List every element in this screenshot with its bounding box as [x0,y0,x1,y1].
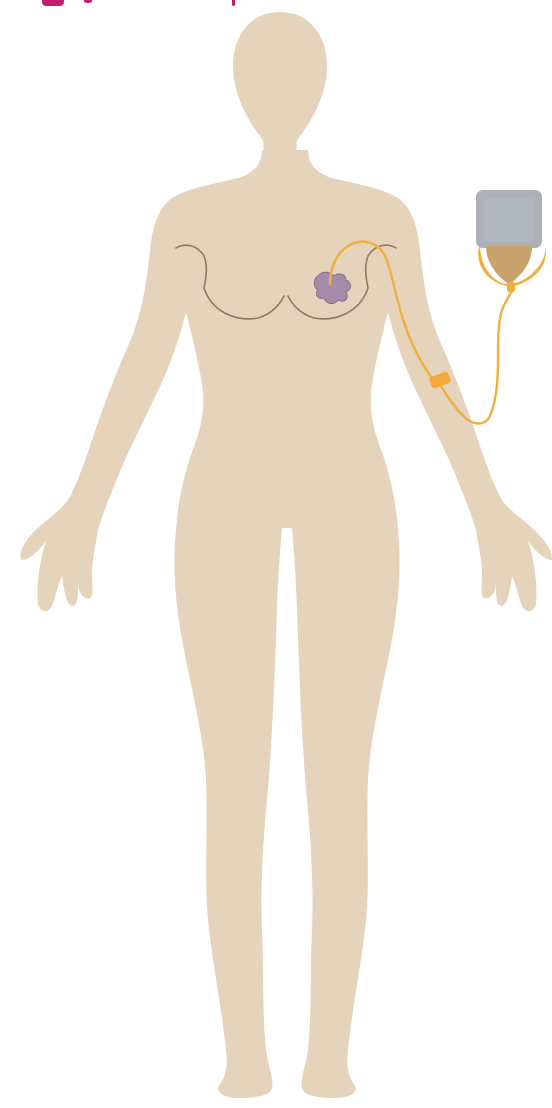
iv-bag-port [507,282,515,292]
iv-bag-icon [476,190,546,292]
iv-bag-top-inner [484,198,534,242]
head [233,12,327,158]
body [20,150,552,1098]
human-body-silhouette-icon [20,12,552,1098]
iv-line-arm-to-bag [440,286,514,423]
